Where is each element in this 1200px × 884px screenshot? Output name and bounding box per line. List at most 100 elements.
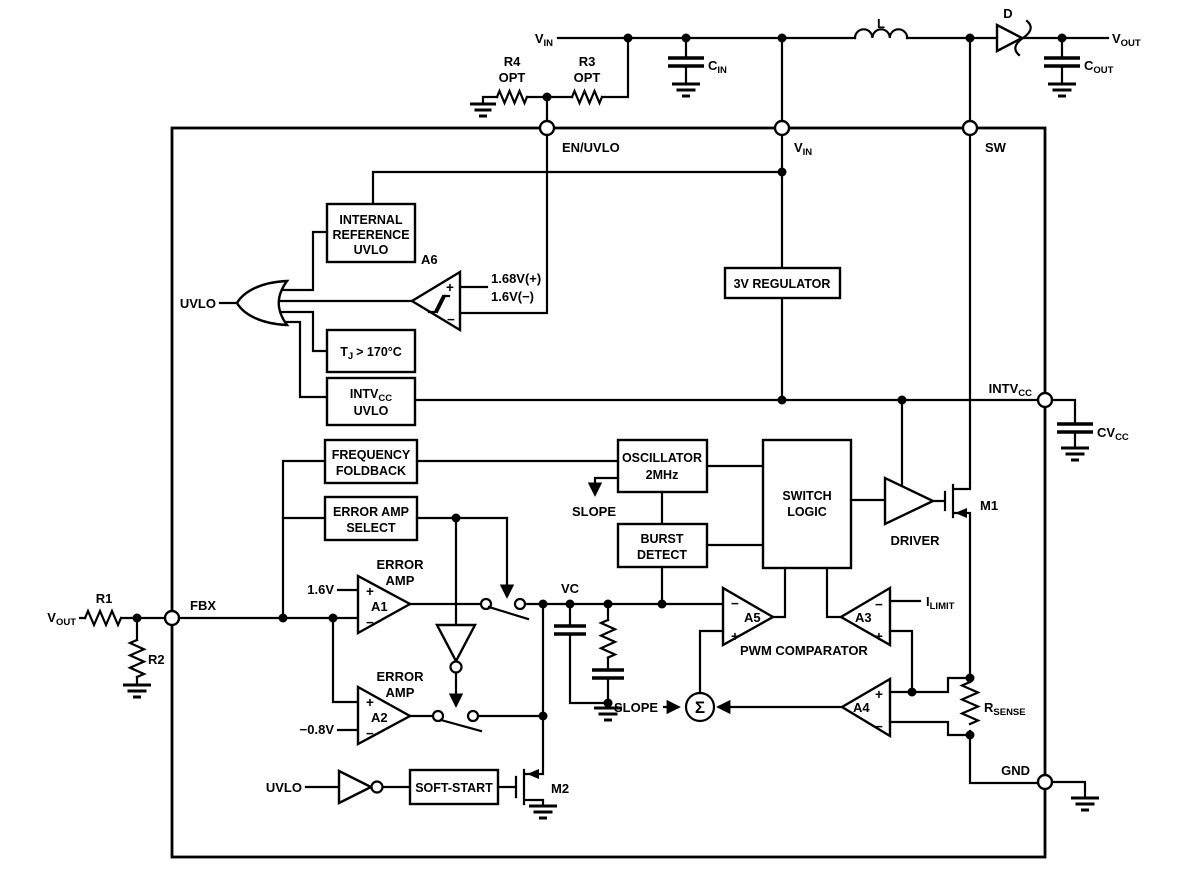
resistor-icon — [959, 680, 981, 726]
vc-label: VC — [561, 581, 580, 596]
tj-label: TJ> 170°C — [340, 345, 402, 362]
a5-label: A5 — [744, 610, 761, 625]
oscillator-line1: OSCILLATOR — [622, 451, 702, 465]
oscillator-line2: 2MHz — [646, 468, 679, 482]
plus-sign: + — [366, 584, 374, 599]
driver-icon — [883, 476, 936, 526]
a1-ref-label: 1.6V — [307, 582, 334, 597]
uvlo-or-gate: UVLO — [180, 230, 414, 399]
r2-label: R2 — [148, 652, 165, 667]
a2-label: A2 — [371, 710, 388, 725]
power-switch-m1: M1 — [931, 133, 998, 680]
a6-threshold-rising: 1.68V(+) — [491, 271, 541, 286]
pin-gnd: GND — [1001, 763, 1099, 812]
error-amp-select-block: ERROR AMP SELECT — [281, 495, 515, 708]
vin-rail-label: VIN — [535, 31, 553, 49]
oscillator-block: OSCILLATOR 2MHz SLOPE — [572, 438, 765, 526]
error-amp-select-line2: SELECT — [346, 521, 396, 535]
minus-sign: − — [875, 597, 883, 612]
ground-icon — [470, 102, 496, 118]
comparator-icon — [838, 585, 892, 648]
cvcc-capacitor: CVCC — [1050, 398, 1129, 462]
plus-sign: + — [875, 687, 883, 702]
resistor-r2 — [127, 638, 147, 679]
inverter-bubble-icon — [370, 780, 384, 794]
minus-sign: − — [366, 615, 374, 630]
a6-threshold-falling: 1.6V(−) — [491, 289, 534, 304]
resistor-r3 — [570, 88, 604, 106]
switch-lever-icon — [439, 718, 483, 733]
cvcc-label: CVCC — [1097, 425, 1129, 443]
opamp-icon — [356, 684, 413, 747]
cout-label: COUT — [1084, 58, 1114, 76]
pin-gnd-label: GND — [1001, 763, 1030, 778]
minus-sign: − — [875, 719, 883, 734]
diode-label: D — [1003, 6, 1012, 21]
error-amp-select-line1: ERROR AMP — [333, 505, 409, 519]
intvcc-uvlo-line1: INTVCC — [350, 387, 392, 404]
ground-icon — [1048, 82, 1076, 98]
inductor-label: L — [877, 16, 885, 31]
inverter-bubble-icon — [449, 660, 463, 674]
capacitor-icon — [554, 624, 586, 636]
ground-icon — [594, 706, 622, 722]
error-amp-a2: ERROR AMP −0.8V + − A2 — [300, 669, 545, 747]
vin-internal-feed — [371, 133, 787, 402]
hysteresis-icon — [427, 294, 451, 314]
plus-sign: + — [446, 280, 454, 295]
opamp-icon — [839, 676, 892, 739]
mosfet-arrow-icon — [527, 769, 539, 779]
burst-detect-line1: BURST — [640, 532, 683, 546]
freq-foldback-line2: FOLDBACK — [336, 464, 406, 478]
vc-node: VC — [523, 581, 725, 774]
burst-detect-block: BURST DETECT — [616, 522, 765, 606]
switch-logic-line1: SWITCH — [782, 489, 831, 503]
internal-reference-uvlo-block: INTERNAL REFERENCE UVLO — [325, 202, 417, 264]
pin-sw-label: SW — [985, 140, 1007, 155]
switch-logic-line2: LOGIC — [787, 505, 827, 519]
a3-label: A3 — [855, 610, 872, 625]
inverter-icon — [337, 769, 374, 805]
pin-vin: VIN — [773, 36, 812, 158]
capacitor-icon — [668, 56, 704, 68]
plus-sign: + — [875, 629, 883, 644]
current-comparator-a3: − + A3 ILIMIT — [825, 566, 955, 694]
a1-title-line2: AMP — [386, 573, 415, 588]
uvlo-signal-label: UVLO — [180, 296, 216, 311]
fbx-bus — [177, 613, 360, 704]
driver-label: DRIVER — [890, 533, 940, 548]
mosfet-arrow-icon — [955, 508, 967, 518]
regulator-block: 3V REGULATOR — [413, 266, 1040, 405]
switch-lever-icon — [487, 605, 530, 621]
ground-icon — [672, 82, 700, 98]
a4-label: A4 — [853, 700, 870, 715]
pin-en-uvlo-label: EN/UVLO — [562, 140, 620, 155]
ic-outline — [170, 126, 1047, 859]
uvlo-in-label: UVLO — [266, 780, 302, 795]
cin-label: CIN — [708, 58, 727, 76]
capacitor-icon — [592, 668, 624, 680]
a2-title-line2: AMP — [386, 685, 415, 700]
ground-icon — [1061, 446, 1089, 462]
comparator-a6: A6 + − 1.68V(+) 1.6V(−) — [409, 133, 549, 333]
pwm-comparator-label: PWM COMPARATOR — [740, 643, 868, 658]
ilimit-label: ILIMIT — [926, 594, 955, 612]
inverter-icon — [435, 623, 477, 664]
diode-icon — [995, 23, 1025, 53]
switch-logic-block: SWITCH LOGIC — [761, 438, 887, 570]
sense-amp-a4: + − A4 — [716, 676, 972, 739]
pwm-comparator-a5: − + A5 PWM COMPARATOR — [721, 566, 868, 658]
gate-driver: DRIVER — [883, 398, 940, 548]
resistor-r4 — [495, 88, 529, 106]
slope-osc-label: SLOPE — [572, 504, 616, 519]
summer: Σ SLOPE — [614, 629, 725, 723]
minus-sign: − — [731, 596, 739, 611]
plus-sign: + — [731, 629, 739, 644]
frequency-foldback-block: FREQUENCY FOLDBACK — [281, 438, 620, 620]
a6-label: A6 — [421, 252, 438, 267]
burst-detect-line2: DETECT — [637, 548, 687, 562]
soft-start-switch-m2: M2 — [514, 768, 569, 820]
error-amp-a1: ERROR AMP 1.6V + − A1 — [307, 557, 530, 636]
resistor-r1 — [83, 608, 123, 628]
